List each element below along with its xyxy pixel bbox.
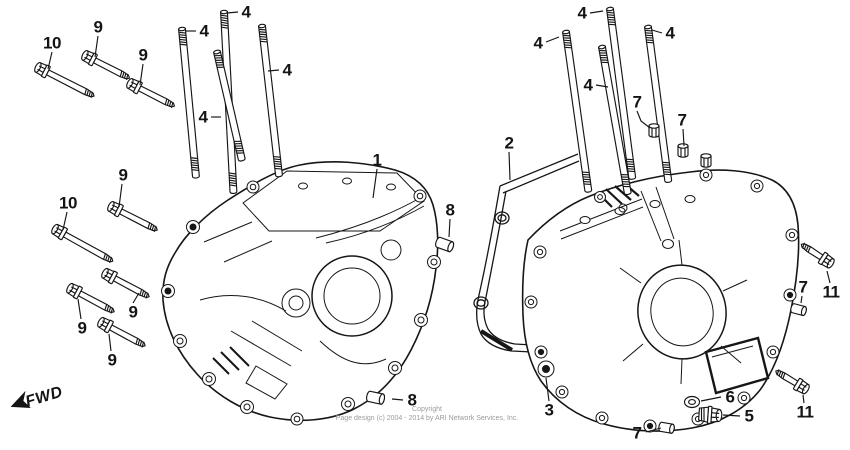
flange-bolt (51, 223, 114, 263)
right-crankcase-drawing (521, 168, 800, 433)
flange-bolt (107, 200, 158, 232)
fwd-arrow-icon: FWD (10, 383, 65, 411)
watermark-line2: Page design (c) 2004 - 2014 by ARI Netwo… (335, 414, 519, 422)
flange-bolt (126, 77, 176, 109)
spacer-collar (790, 303, 807, 317)
sealing-washer (683, 395, 701, 409)
cylinder-stud (212, 49, 246, 162)
dowel-pin (366, 390, 386, 405)
flange-bolt (81, 49, 131, 81)
cylinder-stud (561, 29, 593, 193)
cylinder-stud (643, 24, 673, 183)
fwd-label: FWD (24, 383, 65, 410)
fastener-layer (34, 6, 835, 434)
spacer-collar (658, 421, 675, 434)
flange-bolt (800, 242, 835, 269)
flange-bolt (66, 282, 115, 314)
flange-bolt (101, 267, 150, 299)
watermark-line1: Copyright (412, 406, 442, 413)
leader-lines (47, 10, 831, 433)
gasket-drawing (473, 153, 580, 353)
cylinder-stud (177, 26, 200, 179)
flange-bolt (775, 369, 810, 395)
dowel-pin (435, 236, 455, 253)
drain-plug-bolt (698, 405, 723, 424)
cap-nut (700, 153, 712, 168)
left-crankcase-drawing (161, 161, 441, 426)
flange-bolt (97, 316, 146, 348)
cylinder-stud (597, 44, 632, 196)
cap-nut (677, 143, 689, 158)
cap-nut (648, 123, 660, 138)
watermark: Copyright Page design (c) 2004 - 2014 by… (322, 406, 532, 423)
flange-bolt (34, 61, 95, 98)
cylinder-stud (257, 23, 283, 178)
